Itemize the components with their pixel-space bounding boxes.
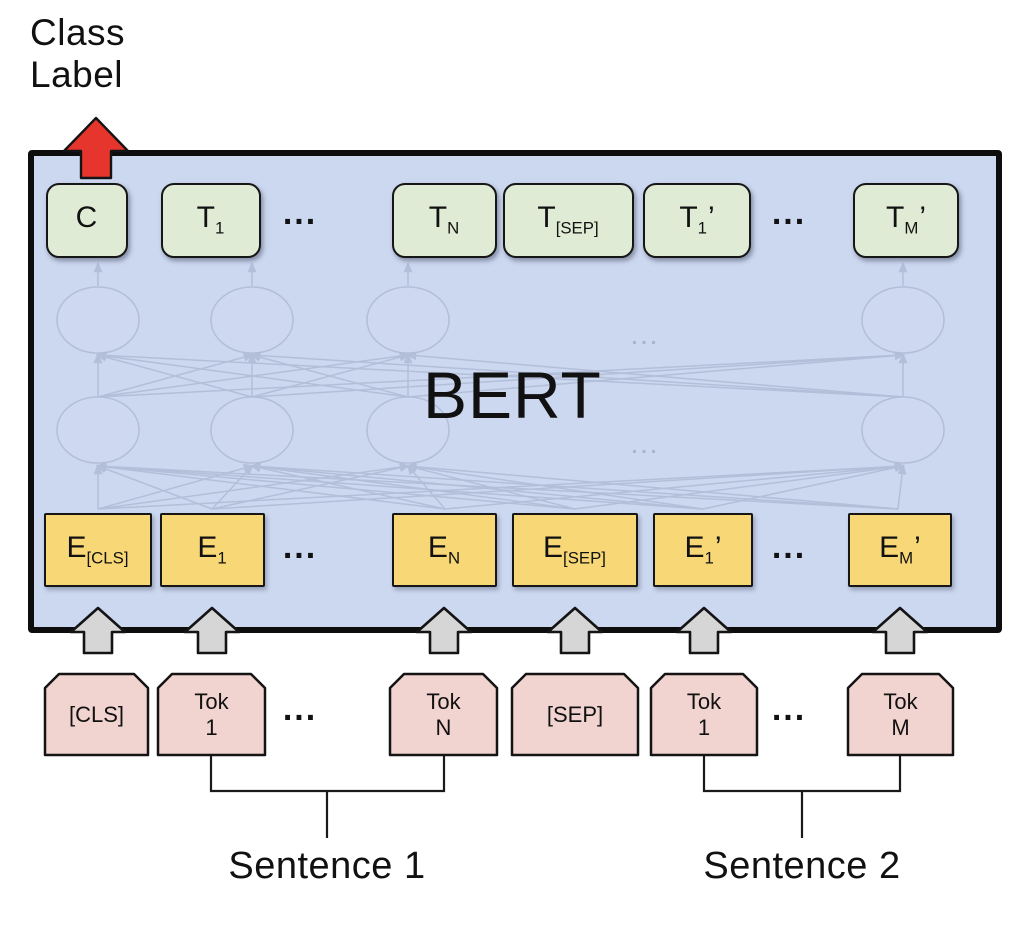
output-box-c: C xyxy=(46,183,128,258)
embedding-row-ellipsis: ... xyxy=(282,528,318,566)
output-box-t1-prime: T1’ xyxy=(643,183,751,258)
sentence-1-label: Sentence 1 xyxy=(228,845,426,887)
output-box-tn: TN xyxy=(392,183,497,258)
network-ellipsis: ... xyxy=(631,436,661,458)
token-row-ellipsis: ... xyxy=(771,690,807,728)
output-box-tsep: T[SEP] xyxy=(503,183,634,258)
class-label: Class Label xyxy=(30,12,125,96)
embedding-box-e1: E1 xyxy=(160,513,265,587)
token-row-ellipsis: ... xyxy=(282,690,318,728)
sentence-2-label: Sentence 2 xyxy=(703,845,901,887)
class-label-line1: Class xyxy=(30,12,126,53)
sentence1-bracket xyxy=(209,756,446,838)
token-label-sep: [SEP] xyxy=(546,701,604,727)
embedding-box-en: EN xyxy=(392,513,497,587)
token-label-cls: [CLS] xyxy=(68,701,125,727)
network-ellipsis: ... xyxy=(631,327,661,349)
embedding-box-em-prime: EM’ xyxy=(848,513,952,587)
sentence2-bracket xyxy=(702,756,902,838)
embedding-box-esep: E[SEP] xyxy=(512,513,638,587)
embedding-row-ellipsis: ... xyxy=(771,528,807,566)
bert-title: BERT xyxy=(423,358,602,432)
embedding-box-cls: E[CLS] xyxy=(44,513,152,587)
embedding-box-e1-prime: E1’ xyxy=(653,513,753,587)
output-row-ellipsis: ... xyxy=(771,194,807,232)
class-label-line2: Label xyxy=(30,54,124,95)
output-row-ellipsis: ... xyxy=(282,194,318,232)
output-box-tm-prime: TM’ xyxy=(853,183,959,258)
output-box-t1: T1 xyxy=(161,183,261,258)
